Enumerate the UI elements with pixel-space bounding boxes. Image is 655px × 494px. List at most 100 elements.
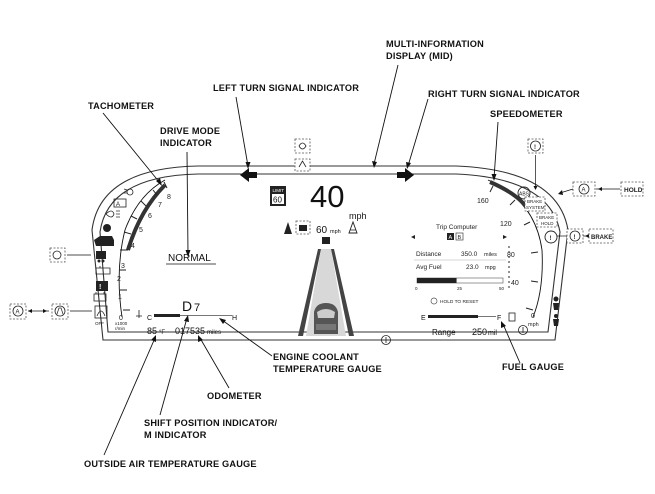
svg-text:!: !: [574, 235, 576, 241]
trip-tab-a-label: A: [449, 235, 453, 241]
tach-tick-1: 1: [118, 294, 122, 301]
seatbelt-warning-icon: !: [96, 281, 108, 291]
seatbelt-passenger-icon: [553, 314, 559, 326]
tach-tick-4: 4: [131, 243, 135, 250]
trip-computer-title: Trip Computer: [436, 224, 478, 231]
range-label: Range: [432, 328, 456, 337]
trip-avgfuel-value: 23.0: [466, 264, 479, 271]
acc-icon-below-camera: [294, 158, 311, 172]
callout-labels: MULTI-INFORMATION DISPLAY (MID) LEFT TUR…: [84, 39, 580, 469]
left-turn-arrow-icon: [240, 168, 257, 182]
current-speed-unit: mph: [349, 211, 367, 221]
callout-drive-mode-line2: INDICATOR: [160, 138, 212, 148]
coolant-gauge: C H: [136, 310, 237, 322]
callout-shift-line2: M INDICATOR: [144, 430, 207, 440]
fuel-gauge-display: E F: [421, 312, 516, 322]
auto-high-beam-letter: A: [116, 202, 120, 208]
own-car-icon: [314, 303, 338, 334]
tpms-low-icon: [103, 224, 111, 232]
traction-control-icon: [96, 251, 106, 263]
callout-coolant-line2: TEMPERATURE GAUGE: [273, 364, 382, 374]
icon-tpms-outside: !: [557, 228, 589, 244]
brake-system-text-2: SYSTEM: [526, 205, 545, 210]
outside-temp-unit: °F: [159, 330, 165, 336]
tach-tick-7: 7: [158, 202, 162, 209]
tach-unit-x1000: x1000: [115, 321, 128, 326]
odometer-unit: miles: [207, 330, 221, 336]
svg-text:!: !: [550, 236, 552, 242]
acc-vehicle-icon: [295, 220, 311, 235]
bottom-status-icon: [381, 335, 391, 345]
icon-brake-auto-outside: A: [558, 181, 620, 197]
trip-tab-b-label: B: [458, 235, 462, 241]
svg-text:ABS: ABS: [519, 192, 530, 198]
odometer-value: 017535: [175, 326, 205, 336]
icon-hold-label-outside: HOLD: [620, 181, 644, 197]
callout-fuel-gauge: FUEL GAUGE: [502, 362, 564, 372]
shift-gear-number: 7: [194, 302, 200, 314]
vsa-off-label: OFF: [95, 321, 104, 326]
speed-limit-sign: LIMIT 60: [270, 186, 286, 206]
acc-distance-icon: [348, 220, 358, 234]
fuel-e-label: E: [421, 315, 426, 322]
avg-fuel-scale-25: 25: [457, 286, 463, 291]
headlight-icon: [105, 210, 120, 218]
acc-set-unit: mph: [330, 229, 341, 235]
brake-indicator-text: BRAKE: [591, 235, 612, 241]
coolant-temp-icon: [136, 310, 142, 318]
lane-keep-icon: [284, 222, 292, 234]
trip-distance-unit: miles: [484, 252, 497, 258]
right-indicator-column: ABS BRAKE SYSTEM BRAKE HOLD !: [517, 186, 559, 326]
icon-hold-outside: !: [527, 138, 544, 190]
tach-tick-0: 0: [119, 315, 123, 322]
speedometer-gauge: 160 120 80 40 0 mph: [477, 179, 543, 328]
abs-icon: ABS: [517, 186, 531, 200]
icon-auto-idle-outside: A: [9, 303, 49, 320]
speed-tick-0: 0: [531, 313, 535, 320]
oil-pressure-icon: [95, 266, 111, 275]
callout-drive-mode-line1: DRIVE MODE: [160, 126, 220, 136]
airbag-icon: [553, 296, 559, 310]
left-indicator-column: A ! OFF: [93, 188, 134, 326]
center-display: LIMIT 60 40 mph 60 mph: [136, 138, 528, 345]
speed-tick-40: 40: [511, 280, 519, 287]
tach-tick-3: 3: [121, 263, 125, 270]
callout-speedometer: SPEEDOMETER: [490, 109, 563, 119]
trip-distance-value: 350.0: [461, 251, 478, 258]
tpms-icon: !: [544, 230, 558, 244]
trip-avgfuel-label: Avg Fuel: [416, 264, 442, 271]
coolant-h-label: H: [232, 315, 237, 322]
drive-mode-value: NORMAL: [168, 253, 211, 264]
callout-right-turn: RIGHT TURN SIGNAL INDICATOR: [428, 89, 580, 99]
trip-reset-hint: HOLD TO RESET: [440, 299, 479, 305]
avg-fuel-bar-fill: [417, 278, 457, 283]
svg-text:!: !: [99, 284, 101, 291]
road-graphic: [298, 237, 354, 336]
brake-hold-icon: BRAKE HOLD: [536, 212, 558, 228]
trip-distance-label: Distance: [416, 251, 442, 258]
charging-system-icon: [93, 292, 107, 302]
lead-vehicle-icon: [322, 237, 330, 244]
brake-system-icon: BRAKE SYSTEM: [524, 196, 546, 212]
speed-tick-80: 80: [507, 252, 515, 259]
callout-shift-line1: SHIFT POSITION INDICATOR/: [144, 418, 278, 428]
callout-odometer: ODOMETER: [207, 391, 262, 401]
tach-tick-5: 5: [139, 227, 143, 234]
tachometer-gauge: 0 1 2 3 4 5 6 7 8 x1000 r/min: [115, 179, 171, 331]
speed-limit-value: 60: [273, 196, 282, 205]
tach-tick-2: 2: [117, 276, 121, 283]
speed-tick-160: 160: [477, 198, 489, 205]
top-camera-indicator: [294, 138, 311, 154]
avg-fuel-scale-50: 50: [499, 286, 505, 291]
callout-left-turn: LEFT TURN SIGNAL INDICATOR: [213, 83, 359, 93]
speed-tick-120: 120: [500, 221, 512, 228]
brake-hold-text-1: BRAKE: [539, 215, 554, 220]
callout-coolant-line1: ENGINE COOLANT: [273, 352, 359, 362]
trip-tab-a: [447, 233, 454, 240]
callout-outside-temp: OUTSIDE AIR TEMPERATURE GAUGE: [84, 459, 257, 469]
coolant-c-label: C: [147, 315, 152, 322]
tach-unit-rmin: r/min: [115, 326, 125, 331]
hold-indicator-text: HOLD: [624, 187, 643, 194]
